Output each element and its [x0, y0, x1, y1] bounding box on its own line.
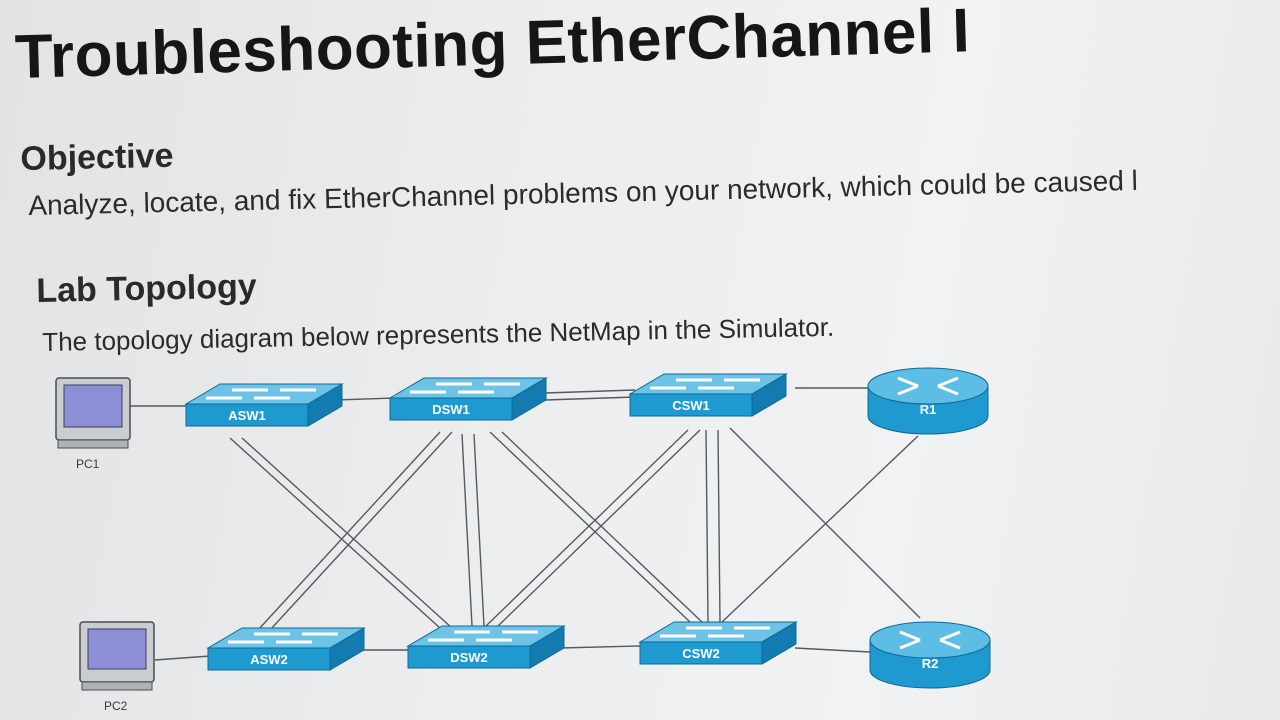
dsw2-switch-icon[interactable]: DSW2 [406, 625, 566, 669]
dsw2-label: DSW2 [450, 650, 488, 665]
link-csw1-csw2-a [705, 429, 709, 623]
link-dsw1-csw1-a [544, 389, 636, 394]
dsw1-switch-icon[interactable]: DSW1 [388, 377, 548, 421]
link-dsw1-dsw2-a [461, 433, 473, 627]
objective-text: Analyze, locate, and fix EtherChannel pr… [28, 164, 1139, 221]
link-csw1-csw2-b [717, 429, 721, 623]
page-title: Troubleshooting EtherChannel I [14, 0, 971, 92]
asw1-switch-icon[interactable]: ASW1 [184, 383, 344, 427]
pc2-label: PC2 [104, 699, 128, 713]
lab-topology-heading: Lab Topology [36, 267, 258, 310]
link-asw1-dsw1 [334, 397, 396, 401]
pc-icon[interactable]: PC1 [55, 377, 131, 471]
link-csw1-r2 [729, 427, 921, 619]
link-pc2-asw2 [154, 655, 211, 661]
csw1-switch-icon[interactable]: CSW1 [628, 373, 788, 417]
asw2-label: ASW2 [250, 652, 288, 667]
csw2-switch-icon[interactable]: CSW2 [638, 621, 798, 665]
r1-label: R1 [920, 402, 937, 417]
lab-topology-text: The topology diagram below represents th… [42, 311, 835, 357]
link-asw2-dsw1-a [257, 431, 441, 631]
link-dsw2-csw1-b [497, 429, 701, 627]
link-dsw1-csw1-b [544, 396, 636, 401]
link-csw2-r2 [794, 647, 871, 653]
pc1-label: PC1 [76, 457, 100, 471]
asw2-switch-icon[interactable]: ASW2 [206, 627, 366, 671]
csw1-label: CSW1 [672, 398, 710, 413]
r2-label: R2 [922, 656, 939, 671]
link-dsw2-csw1-a [485, 429, 689, 627]
objective-heading: Objective [20, 136, 174, 178]
pc-icon[interactable]: PC2 [79, 621, 155, 713]
asw1-label: ASW1 [228, 408, 266, 423]
link-asw2-dsw1-b [269, 431, 453, 631]
dsw1-label: DSW1 [432, 402, 470, 417]
links [130, 387, 921, 661]
csw2-label: CSW2 [682, 646, 720, 661]
link-dsw2-csw2 [559, 645, 641, 649]
link-dsw1-dsw2-b [473, 433, 485, 627]
link-dsw1-csw2-b [501, 431, 703, 623]
link-dsw1-csw2-a [489, 431, 691, 623]
r2-router-icon[interactable]: R2 [869, 621, 991, 689]
link-asw1-dsw2-a [229, 437, 441, 629]
r1-router-icon[interactable]: R1 [867, 367, 989, 435]
link-csw2-r1 [721, 435, 919, 623]
